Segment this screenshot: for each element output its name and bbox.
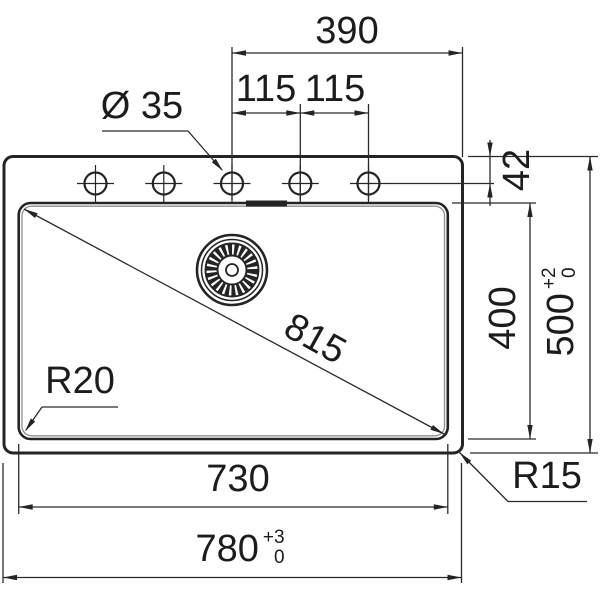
dim-115-left-label: 115 [235, 68, 297, 110]
dim-42-label: 42 [496, 148, 538, 192]
dim-500-label: 500 +2 0 [539, 267, 582, 357]
bowl-outline [17, 200, 450, 441]
dim-780-label: 780 +3 0 [195, 527, 285, 570]
drain-spoke-ring [206, 244, 258, 296]
dim-115-right-label: 115 [304, 68, 366, 110]
sink-outer-outline [2, 155, 464, 455]
dim-500-tolerance: +2 0 [539, 267, 580, 290]
dim-730-label: 730 [206, 458, 270, 500]
dim-390-label: 390 [315, 10, 379, 52]
overflow-slot [246, 200, 287, 207]
dim-780-value: 780 [195, 528, 259, 570]
dim-780-tolerance: +3 0 [262, 527, 285, 568]
drain-strainer [195, 233, 269, 307]
dimension-lines [2, 47, 598, 583]
dim-r15-label: R15 [512, 455, 582, 497]
dimension-arrowheads [3, 50, 593, 581]
dim-line-815 [23, 208, 445, 435]
faucet-hole-1 [77, 165, 114, 202]
dim-500-value: 500 [540, 293, 582, 357]
dim-r20-label: R20 [45, 360, 115, 402]
faucet-hole-2 [145, 165, 183, 202]
dim-400-label: 400 [482, 286, 524, 350]
dim-hole-diameter-label: Ø 35 [100, 85, 184, 127]
